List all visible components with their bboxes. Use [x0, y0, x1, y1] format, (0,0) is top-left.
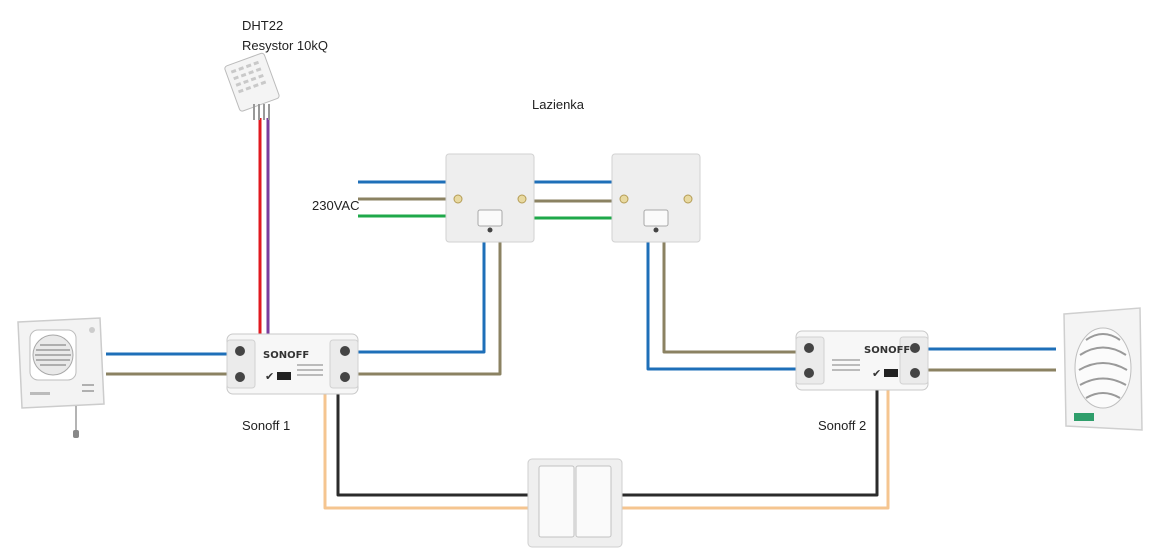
wire-switch1-neutral: [358, 242, 502, 376]
exhaust-fan-icon: [1063, 307, 1143, 431]
sonoff-1-module: SONOFF ✔: [226, 333, 359, 395]
sonoff-2-module: SONOFF ✔: [795, 330, 929, 391]
sonoff-2-brand: SONOFF: [864, 345, 910, 356]
wire-s1-orange: [323, 394, 528, 510]
wire-s1-black: [336, 394, 528, 497]
double-switch-icon: [527, 458, 623, 548]
wall-switch-1: [445, 153, 535, 243]
sonoff-1-brand: SONOFF: [263, 350, 309, 361]
wire-switch2-neutral: [662, 242, 796, 354]
sonoff-1-label: Sonoff 1: [242, 418, 291, 433]
fan-heater-icon: [17, 317, 105, 438]
mains-label: 230VAC: [312, 198, 360, 213]
svg-text:✔: ✔: [872, 367, 881, 380]
wire-switch1-live: [358, 242, 486, 354]
svg-text:✔: ✔: [265, 370, 274, 383]
sensor-label-resistor: Resystor 10kQ: [242, 38, 328, 53]
wire-s2-black: [622, 390, 879, 497]
wire-s2-orange: [622, 390, 890, 510]
room-label: Lazienka: [532, 97, 585, 112]
sensor-label-model: DHT22: [242, 18, 284, 33]
wall-switch-2: [611, 153, 701, 243]
sonoff-2-label: Sonoff 2: [818, 418, 867, 433]
wire-switch2-live: [646, 242, 796, 371]
dht22-sensor-icon: [224, 52, 280, 120]
